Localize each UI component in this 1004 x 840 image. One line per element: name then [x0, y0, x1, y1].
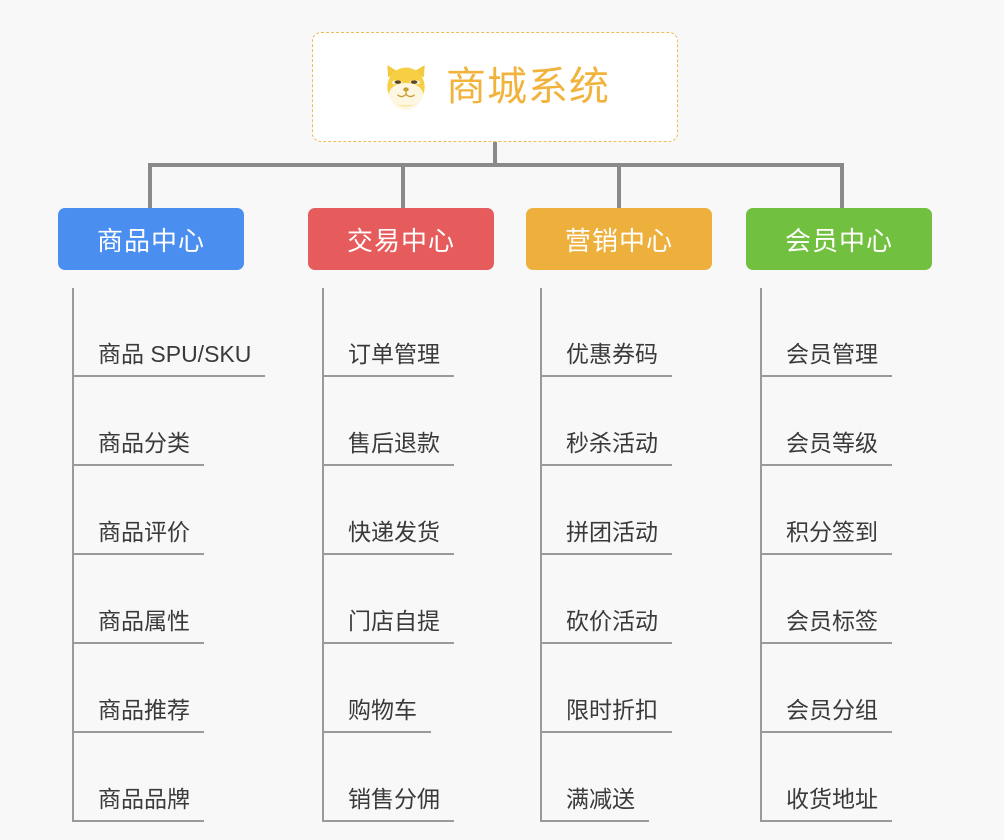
list-item[interactable]: 商品 SPU/SKU — [72, 288, 266, 377]
list-item[interactable]: 会员等级 — [760, 377, 932, 466]
leaf-label: 商品分类 — [98, 430, 190, 457]
leaf-label: 快递发货 — [348, 519, 440, 546]
list-item[interactable]: 售后退款 — [322, 377, 494, 466]
leaf-label: 拼团活动 — [566, 519, 658, 546]
list-item[interactable]: 砍价活动 — [540, 555, 712, 644]
list-item[interactable]: 积分签到 — [760, 466, 932, 555]
category-header-2-label: 交易中心 — [346, 225, 455, 256]
leaf-label: 订单管理 — [348, 341, 440, 368]
leaf-spine-4 — [760, 288, 762, 822]
category-header-4[interactable]: 会员中心 — [746, 208, 932, 270]
list-item[interactable]: 销售分佣 — [322, 733, 494, 822]
connector-drop-2 — [401, 163, 405, 209]
list-item[interactable]: 商品品牌 — [72, 733, 244, 822]
leaf-label: 售后退款 — [348, 430, 440, 457]
list-item[interactable]: 限时折扣 — [540, 644, 712, 733]
leaf-label: 秒杀活动 — [566, 430, 658, 457]
shiba-dog-icon — [387, 65, 425, 110]
root-node-label: 商城系统 — [446, 65, 610, 109]
leaf-label: 满减送 — [566, 786, 635, 813]
branch-column-3: 营销中心 优惠券码 秒杀活动 拼团活动 砍价活动 限时折扣 满减送 — [526, 208, 712, 822]
leaf-list-4: 会员管理 会员等级 积分签到 会员标签 会员分组 收货地址 — [746, 288, 932, 822]
leaf-label: 限时折扣 — [566, 697, 658, 724]
root-node-card[interactable]: 商城系统 — [312, 32, 678, 142]
connector-drop-1 — [148, 163, 152, 209]
leaf-label: 会员分组 — [786, 697, 878, 724]
list-item[interactable]: 购物车 — [322, 644, 494, 733]
list-item[interactable]: 秒杀活动 — [540, 377, 712, 466]
leaf-list-1: 商品 SPU/SKU 商品分类 商品评价 商品属性 商品推荐 商品品牌 — [58, 288, 266, 822]
leaf-spine-3 — [540, 288, 542, 822]
leaf-list-3: 优惠券码 秒杀活动 拼团活动 砍价活动 限时折扣 满减送 — [526, 288, 712, 822]
branch-column-1: 商品中心 商品 SPU/SKU 商品分类 商品评价 商品属性 商品推荐 商品品牌 — [58, 208, 266, 822]
list-item[interactable]: 拼团活动 — [540, 466, 712, 555]
leaf-label: 会员标签 — [786, 608, 878, 635]
leaf-label: 砍价活动 — [566, 608, 658, 635]
connector-root-stem — [493, 142, 497, 166]
leaf-label: 会员管理 — [786, 341, 878, 368]
list-item[interactable]: 商品推荐 — [72, 644, 244, 733]
connector-drop-3 — [617, 163, 621, 209]
leaf-spine-2 — [322, 288, 324, 822]
category-header-1[interactable]: 商品中心 — [58, 208, 244, 270]
category-header-3-label: 营销中心 — [564, 225, 673, 256]
leaf-label: 门店自提 — [348, 608, 440, 635]
list-item[interactable]: 订单管理 — [322, 288, 494, 377]
leaf-label: 收货地址 — [786, 786, 878, 813]
leaf-label: 商品推荐 — [98, 697, 190, 724]
leaf-label: 优惠券码 — [566, 341, 658, 368]
leaf-label: 商品属性 — [98, 608, 190, 635]
branch-column-4: 会员中心 会员管理 会员等级 积分签到 会员标签 会员分组 收货地址 — [746, 208, 932, 822]
leaf-label: 积分签到 — [786, 519, 878, 546]
list-item[interactable]: 会员标签 — [760, 555, 932, 644]
leaf-label: 商品 SPU/SKU — [98, 341, 252, 368]
connector-drop-4 — [840, 163, 844, 209]
category-header-1-label: 商品中心 — [96, 225, 205, 256]
connector-horizontal-bus — [148, 163, 844, 167]
list-item[interactable]: 商品分类 — [72, 377, 244, 466]
list-item[interactable]: 会员管理 — [760, 288, 932, 377]
leaf-label: 购物车 — [348, 697, 417, 724]
list-item[interactable]: 快递发货 — [322, 466, 494, 555]
list-item[interactable]: 优惠券码 — [540, 288, 712, 377]
category-header-4-label: 会员中心 — [784, 225, 893, 256]
category-header-3[interactable]: 营销中心 — [526, 208, 712, 270]
list-item[interactable]: 商品属性 — [72, 555, 244, 644]
list-item[interactable]: 满减送 — [540, 733, 712, 822]
list-item[interactable]: 收货地址 — [760, 733, 932, 822]
leaf-label: 商品品牌 — [98, 786, 190, 813]
leaf-list-2: 订单管理 售后退款 快递发货 门店自提 购物车 销售分佣 — [308, 288, 494, 822]
category-header-2[interactable]: 交易中心 — [308, 208, 494, 270]
list-item[interactable]: 商品评价 — [72, 466, 244, 555]
list-item[interactable]: 门店自提 — [322, 555, 494, 644]
leaf-label: 销售分佣 — [348, 786, 440, 813]
leaf-label: 商品评价 — [98, 519, 190, 546]
leaf-spine-1 — [72, 288, 74, 822]
leaf-label: 会员等级 — [786, 430, 878, 457]
branch-column-2: 交易中心 订单管理 售后退款 快递发货 门店自提 购物车 销售分佣 — [308, 208, 494, 822]
list-item[interactable]: 会员分组 — [760, 644, 932, 733]
